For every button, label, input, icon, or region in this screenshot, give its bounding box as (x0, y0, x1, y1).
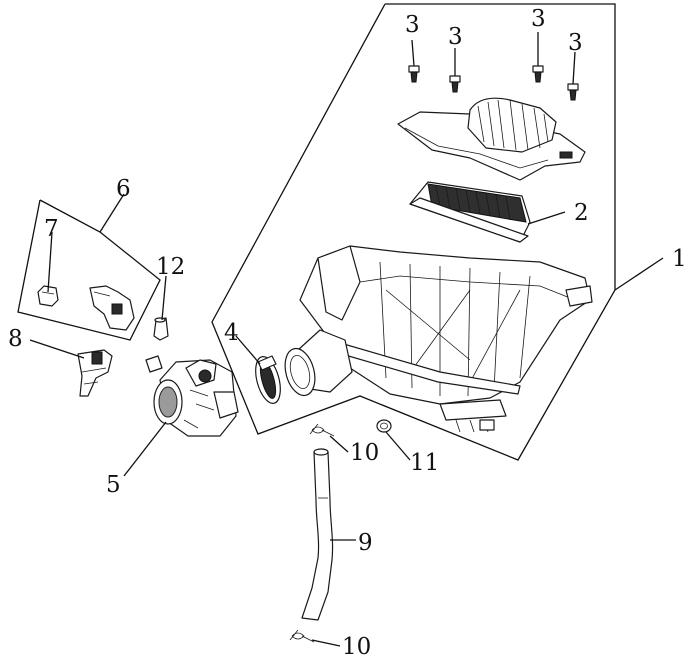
screw-part-3 (567, 51, 579, 101)
leader-lines (29, 193, 664, 647)
breather-hose-part-9 (301, 448, 334, 621)
hose-clip-part-10 (309, 423, 335, 437)
callout-10: 10 (350, 440, 379, 466)
callout-3: 3 (531, 6, 546, 32)
throttle-sensor-group-outline (17, 199, 161, 341)
sensor-bracket-part-7 (37, 285, 59, 307)
air-cleaner-box (299, 245, 593, 433)
grommet-part-11 (376, 419, 392, 433)
air-filter-element (409, 181, 531, 243)
sensor-plug-part-12 (153, 317, 169, 341)
intake-duct (284, 329, 353, 397)
throttle-position-sensor (89, 285, 135, 331)
screw-part-3 (532, 32, 544, 83)
callout-11: 11 (410, 450, 439, 476)
screw-part-3 (449, 48, 461, 93)
callout-3: 3 (568, 30, 583, 56)
air-cleaner-assembly-outline (211, 3, 616, 461)
air-cleaner-cover (397, 97, 586, 181)
callout-1: 1 (672, 246, 687, 272)
throttle-body-part-5 (145, 355, 239, 437)
screw-part-3 (408, 39, 420, 83)
callout-12: 12 (156, 254, 185, 280)
callout-5: 5 (106, 472, 121, 498)
callout-9: 9 (358, 530, 373, 556)
callout-2: 2 (574, 200, 589, 226)
callout-10: 10 (342, 634, 371, 660)
callout-7: 7 (44, 216, 59, 242)
callout-3: 3 (405, 12, 420, 38)
hose-clamp-part-4 (255, 355, 281, 404)
fuel-injector-part-8 (77, 349, 113, 397)
callout-4: 4 (224, 320, 239, 346)
callout-8: 8 (8, 326, 23, 352)
callout-3: 3 (448, 24, 463, 50)
callout-6: 6 (116, 176, 131, 202)
hose-clip-part-10 (289, 629, 315, 643)
